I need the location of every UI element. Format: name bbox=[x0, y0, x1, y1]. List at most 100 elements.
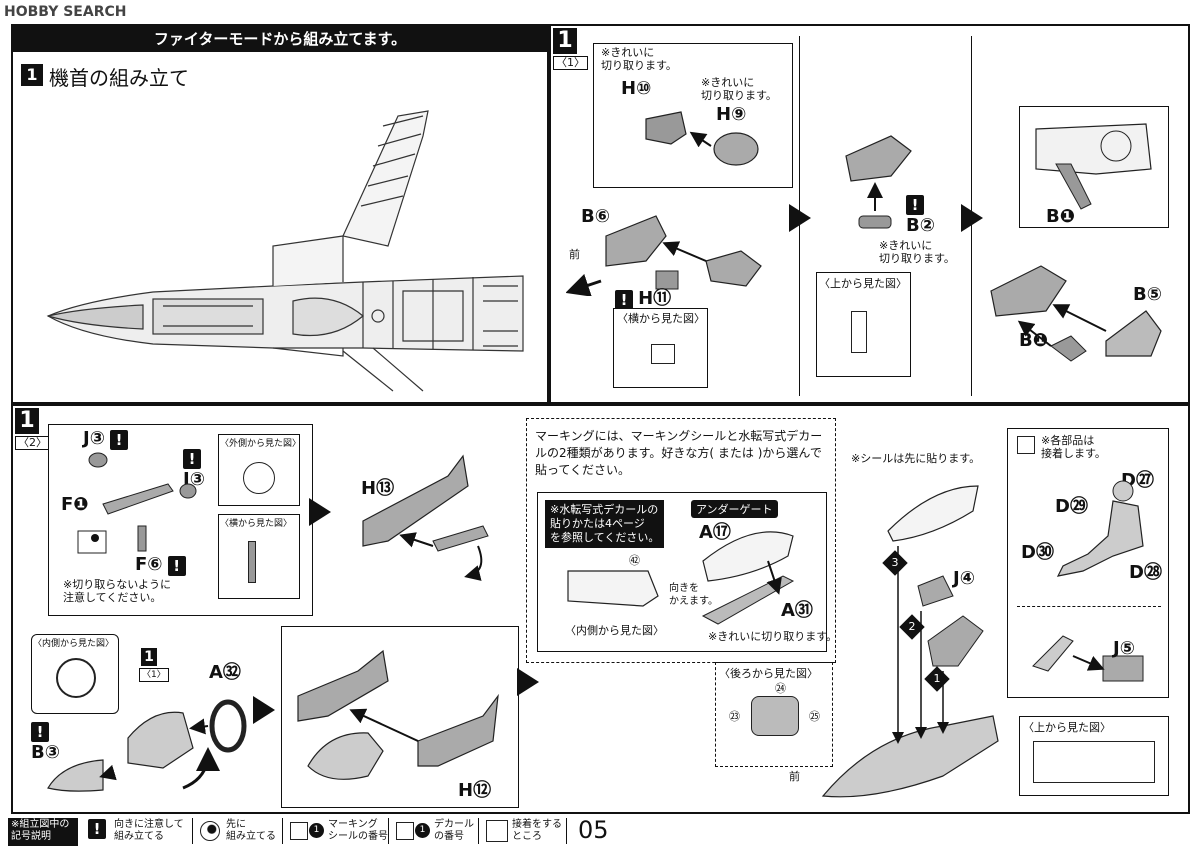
side-view-part bbox=[651, 344, 675, 364]
caution-icon: ! bbox=[167, 555, 186, 576]
glue-brush-icon bbox=[486, 820, 508, 842]
side-view-title: 〈横から見た図〉 bbox=[220, 519, 293, 529]
legend-divider-5 bbox=[566, 818, 567, 844]
b3-label-group: ! B③ bbox=[31, 721, 60, 763]
section-number: 1 bbox=[21, 64, 43, 86]
legend-title: ※組立図中の 記号説明 bbox=[8, 818, 78, 846]
rear-view-part bbox=[751, 696, 799, 736]
top-view-part bbox=[851, 311, 867, 353]
legend-divider-1 bbox=[192, 818, 193, 844]
front-label: 前 bbox=[789, 770, 800, 783]
part-h9-label: H⑨ bbox=[716, 104, 747, 125]
ref-step-sub: 〈1〉 bbox=[139, 668, 169, 682]
part-d29-label: D㉙ bbox=[1055, 496, 1088, 517]
pilot-seat-drawing bbox=[1032, 635, 1144, 682]
top-view-box bbox=[816, 272, 911, 377]
next-arrow-2 bbox=[961, 204, 983, 232]
part-d28-label: D㉘ bbox=[1129, 562, 1162, 583]
next-arrow-1 bbox=[789, 204, 811, 232]
caution-icon: ! bbox=[183, 448, 201, 469]
marking-text: マーキングには、マーキングシールと水転写式デカールの2種類があります。好きな方(… bbox=[535, 429, 823, 477]
legend-item-caution: ! bbox=[88, 818, 106, 839]
pilot-box-divider bbox=[1017, 606, 1161, 608]
a31-cut-note: ※きれいに切り取ります。 bbox=[708, 630, 838, 643]
h13-assembly-drawing bbox=[362, 454, 489, 581]
caution-icon: ! bbox=[615, 289, 633, 310]
decal-42-label: ㊷ bbox=[629, 554, 640, 567]
side-view-box bbox=[613, 308, 708, 388]
next-arrow-1 bbox=[309, 498, 331, 526]
b2-assembly-drawing bbox=[845, 135, 912, 229]
caution-icon: ! bbox=[31, 721, 49, 742]
decal-number-icon: 1 bbox=[415, 823, 430, 838]
legend-bar: ※組立図中の 記号説明 ! 向きに注意して 組み立てる 先に 組み立てる 1 マ… bbox=[0, 816, 1200, 846]
part-b3-label: B③ bbox=[31, 741, 60, 763]
rear-view-title: 〈後ろから見た図〉 bbox=[719, 667, 818, 680]
glue-icon bbox=[1017, 436, 1035, 454]
header-banner: ファイターモードから組み立てます。 bbox=[13, 26, 547, 52]
caution-icon: ! bbox=[88, 818, 106, 839]
header-banner-text: ファイターモードから組み立てます。 bbox=[153, 30, 407, 48]
f6-label-group: F⑥ ! bbox=[135, 554, 186, 576]
step-sub-number: 〈1〉 bbox=[553, 56, 588, 70]
marking-info-box bbox=[526, 418, 836, 663]
order-2-label: 2 bbox=[908, 620, 916, 633]
step-number: 1 bbox=[553, 28, 577, 54]
part-b5-label: B⑤ bbox=[1133, 284, 1162, 305]
decal-howto-note: ※水転写式デカールの 貼りかたは4ページ を参照してください。 bbox=[545, 500, 665, 548]
section-title: 機首の組み立て bbox=[49, 66, 189, 90]
glue-note: ※各部品は 接着します。 bbox=[1041, 434, 1106, 460]
part-a32-label: A㉜ bbox=[209, 662, 241, 683]
nose-overview-panel: ファイターモードから組み立てます。 1 機首の組み立て bbox=[11, 24, 549, 404]
part-b1-top-label: B❶ bbox=[1046, 206, 1075, 227]
b1-detail-drawing bbox=[1035, 123, 1152, 210]
legend-decal-text: デカール の番号 bbox=[434, 819, 474, 842]
b2-cut-note: ※きれいに 切り取ります。 bbox=[879, 239, 955, 265]
legend-divider-4 bbox=[478, 818, 479, 844]
order-1-label: 1 bbox=[933, 672, 941, 685]
ref-step-number: 1 bbox=[141, 648, 157, 666]
step1-2-panel: 1 〈2〉 J③ ! ! J③ F❶ F⑥ ! ※切り取らないように 注意してく… bbox=[11, 404, 1190, 814]
order-1-badge: 1 bbox=[924, 666, 950, 692]
legend-preassemble-text: 先に 組み立てる bbox=[226, 819, 276, 842]
decal-and-canopy-drawing bbox=[567, 531, 795, 625]
under-gate-label: アンダーゲート bbox=[691, 500, 778, 518]
part-b1-bottom-label: B❶ bbox=[1019, 330, 1048, 351]
b6-assembly-drawing bbox=[566, 215, 762, 296]
inner-view-title: 〈内側から見た図〉 bbox=[33, 639, 115, 649]
legend-divider-3 bbox=[388, 818, 389, 844]
part-j4-label: J④ bbox=[953, 568, 975, 589]
j3a-label-group: J③ ! bbox=[83, 428, 129, 450]
b1-b5-assembly-drawing bbox=[990, 265, 1162, 362]
inner-view-part bbox=[56, 658, 96, 698]
h12-assembly-drawing bbox=[297, 649, 499, 780]
part-b2-label: B② bbox=[906, 214, 935, 236]
order-3-badge: 3 bbox=[882, 550, 908, 576]
rear-view-box bbox=[715, 662, 833, 767]
pilot-figure-drawing bbox=[1056, 480, 1144, 577]
order-2-badge: 2 bbox=[899, 614, 925, 640]
part-h10-label: H⑩ bbox=[621, 78, 652, 99]
legend-divider-2 bbox=[282, 818, 283, 844]
decal-24-label: ㉔ bbox=[775, 682, 786, 695]
sticker-number-icon: 1 bbox=[309, 823, 324, 838]
preassemble-icon bbox=[200, 821, 220, 841]
part-b6-label: B⑥ bbox=[581, 206, 610, 227]
next-arrow-2 bbox=[253, 696, 275, 724]
no-cut-note: ※切り取らないように 注意してください。 bbox=[63, 578, 171, 604]
caution-icon: ! bbox=[110, 429, 129, 450]
decal-23-label: ㉓ bbox=[729, 710, 740, 723]
part-h12-label: H⑫ bbox=[458, 780, 492, 801]
step-number: 1 bbox=[15, 408, 39, 434]
flip-note: 向きを かえます。 bbox=[669, 583, 718, 607]
h11-label-group: ! H⑪ bbox=[615, 284, 671, 310]
step-sub-number: 〈2〉 bbox=[15, 436, 50, 450]
b3-a32-assembly-drawing bbox=[47, 699, 247, 792]
part-f1-label: F❶ bbox=[61, 494, 89, 515]
part-d30-label: D㉚ bbox=[1021, 542, 1054, 563]
page-number: 05 bbox=[578, 816, 609, 844]
legend-caution-text: 向きに注意して 組み立てる bbox=[114, 819, 184, 842]
h9-h10-parts-drawing bbox=[645, 111, 759, 166]
legend-sticker-text: マーキング シールの番号 bbox=[328, 819, 388, 842]
decal-icon bbox=[396, 822, 414, 840]
